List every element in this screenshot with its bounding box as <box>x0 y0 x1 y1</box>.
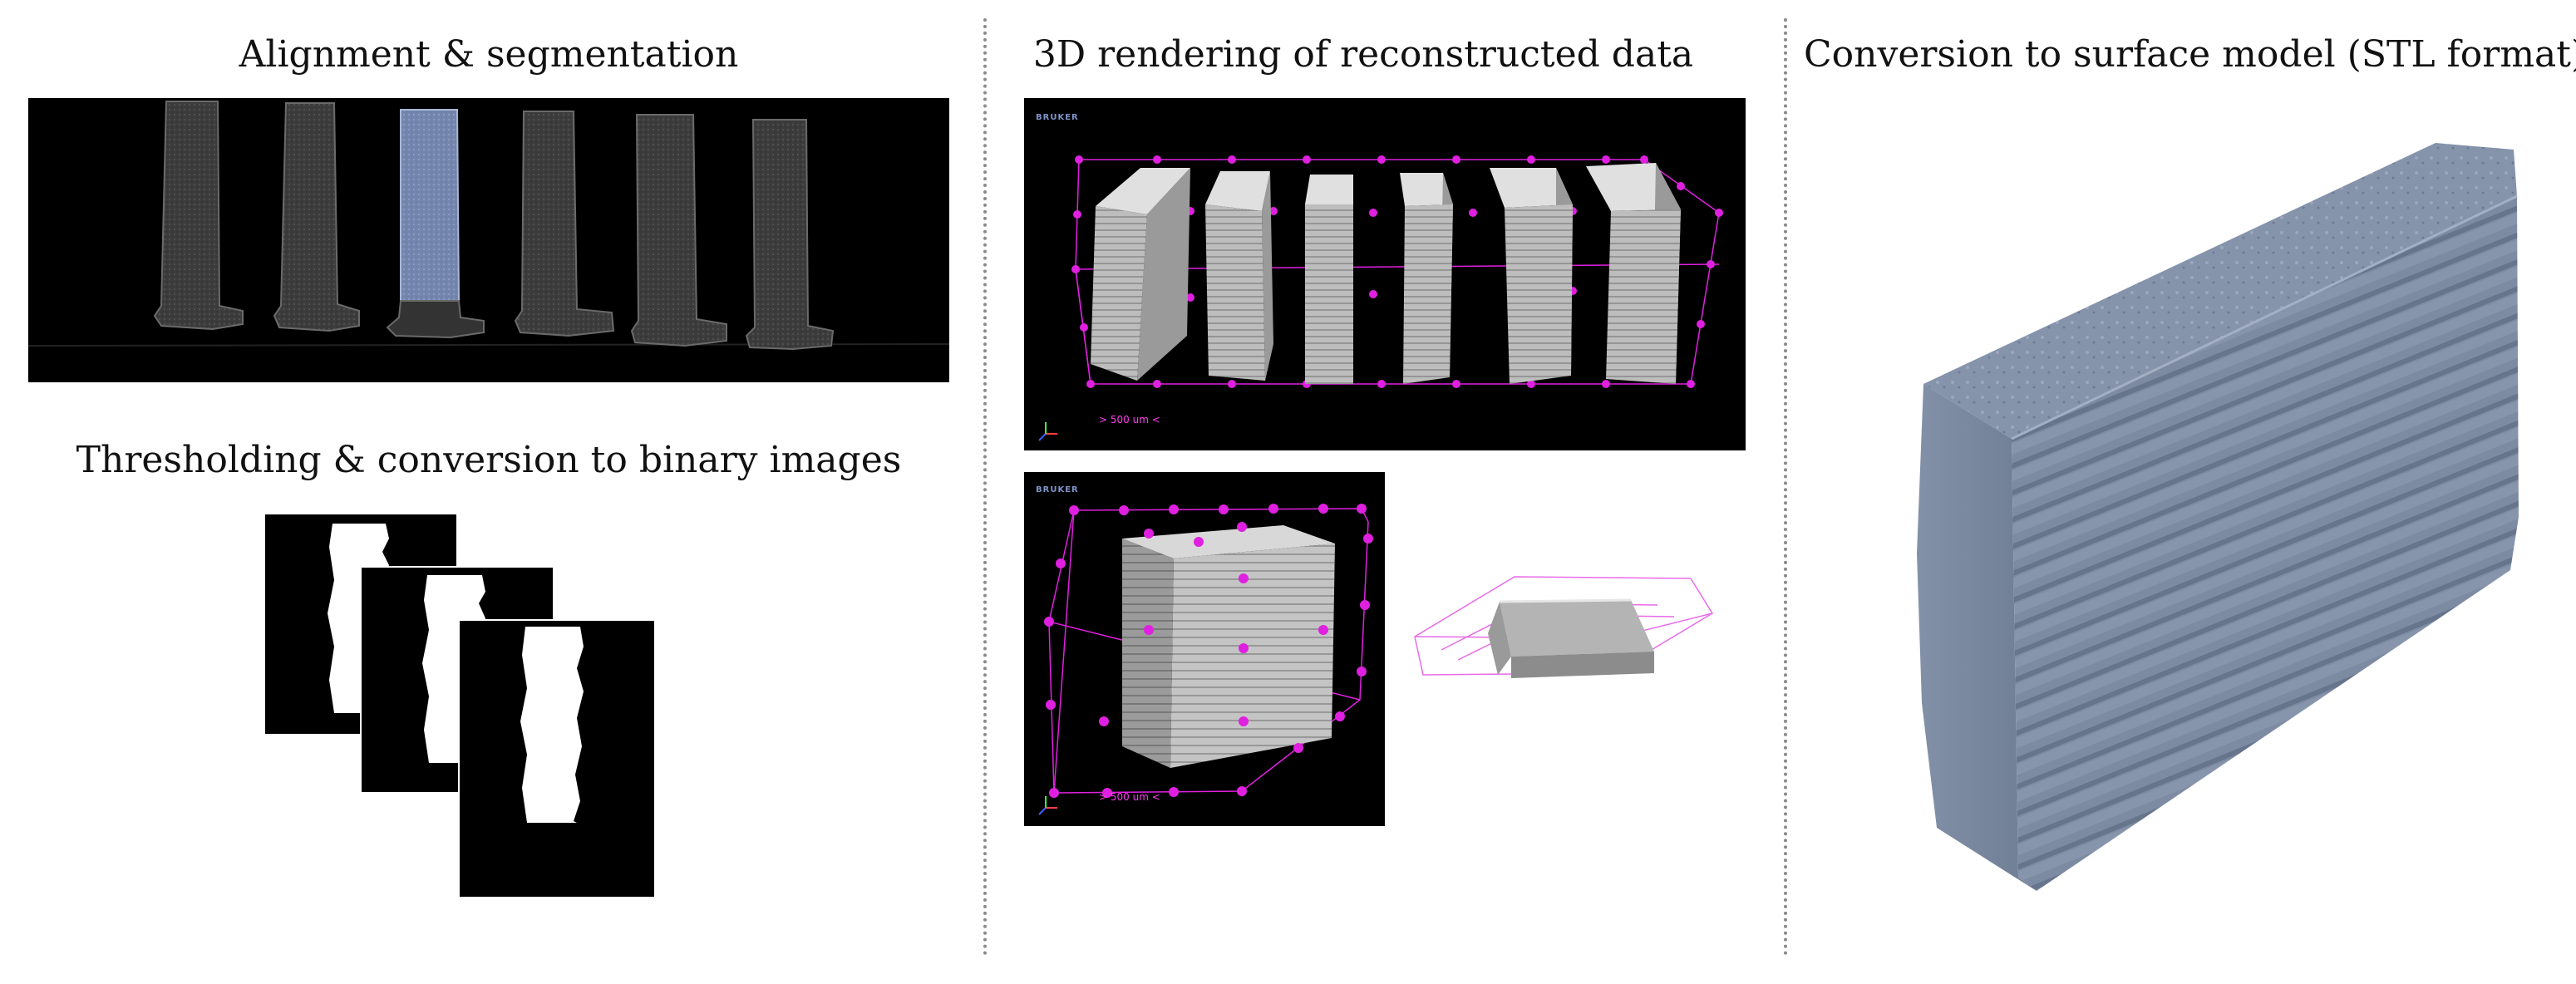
specimen-slice-3-highlighted <box>386 109 485 339</box>
segmentation-image <box>28 98 949 382</box>
flat-specimen-body <box>1488 598 1654 678</box>
flat-specimen-render <box>1408 570 1716 695</box>
stl-front-face <box>2012 196 2519 891</box>
bounding-box-handles-bottom <box>1044 504 1373 798</box>
render-block <box>1122 525 1335 768</box>
alignment-title: Alignment & segmentation <box>239 33 739 76</box>
stl-side-face <box>1917 384 2037 891</box>
binary-image-3 <box>458 619 655 898</box>
render-slab-4 <box>1400 173 1453 384</box>
conversion-title: Conversion to surface model (STL format) <box>1804 33 2576 76</box>
thresholding-title: Thresholding & conversion to binary imag… <box>76 439 902 481</box>
axis-triad-icon-bottom <box>1038 796 1057 815</box>
divider-left <box>983 18 987 956</box>
stl-surface-model <box>1904 138 2535 903</box>
scale-bar-label-bottom: > 500 um < <box>1099 791 1160 803</box>
stl-top-face <box>1923 143 2517 439</box>
specimen-slice-5 <box>630 114 727 347</box>
binary-image-stack <box>264 514 655 898</box>
scale-bar-label-top: > 500 um < <box>1099 414 1160 426</box>
render-slab-1 <box>1091 168 1190 381</box>
rendering-title: 3D rendering of reconstructed data <box>1032 33 1694 76</box>
render-panel-bottom: BRUKER > 500 um < <box>1024 472 1385 826</box>
render-slab-5 <box>1490 168 1573 384</box>
divider-right <box>1784 18 1787 956</box>
render-slab-2 <box>1205 171 1273 381</box>
bruker-logo-bottom: BRUKER <box>1036 485 1079 494</box>
render-panel-top: BRUKER > 500 um < <box>1024 98 1746 450</box>
specimen-slice-1 <box>153 101 244 331</box>
specimen-slice-2 <box>273 102 360 332</box>
render-slab-3 <box>1305 175 1353 384</box>
specimen-slice-4 <box>514 111 615 337</box>
axis-triad-icon <box>1038 422 1057 441</box>
bruker-logo: BRUKER <box>1036 113 1079 122</box>
render-slab-6 <box>1586 163 1681 384</box>
specimen-slice-6 <box>745 119 835 351</box>
